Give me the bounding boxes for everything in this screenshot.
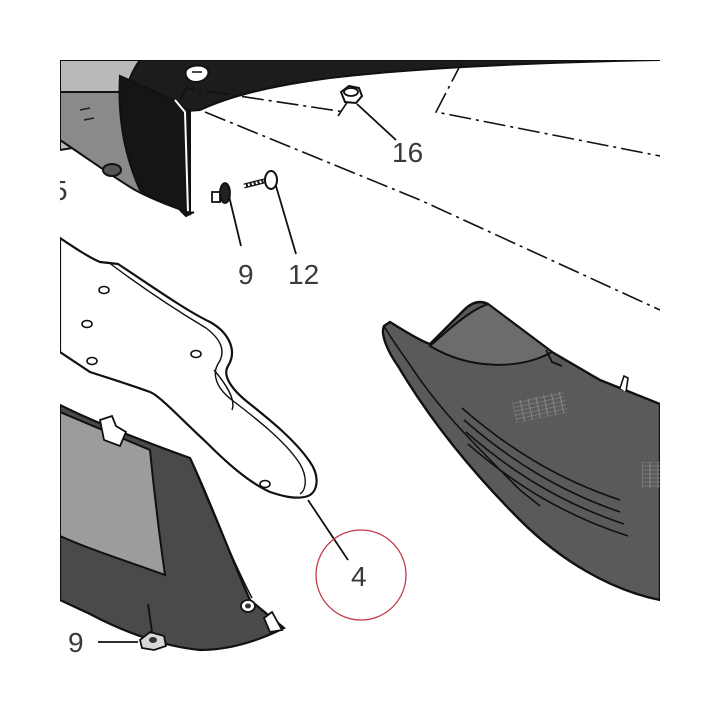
callout-9-upper: 9 (238, 259, 254, 290)
bracket-part-4 (60, 236, 349, 561)
lower-side-panel (60, 403, 287, 652)
callout-4: 4 (351, 561, 367, 592)
grommet-icon (211, 182, 242, 247)
speed-nut-icon (98, 631, 168, 651)
callout-9-lower: 9 (68, 627, 84, 658)
lower-cowl-part (381, 300, 660, 602)
callout-16: 16 (392, 137, 423, 168)
screw-icon (243, 170, 297, 255)
upper-fairing-part (60, 60, 660, 218)
highlight-circle (315, 529, 407, 621)
callout-partial-edge: 5 (52, 175, 68, 206)
callout-12: 12 (288, 259, 319, 290)
hex-nut-icon (339, 84, 397, 141)
